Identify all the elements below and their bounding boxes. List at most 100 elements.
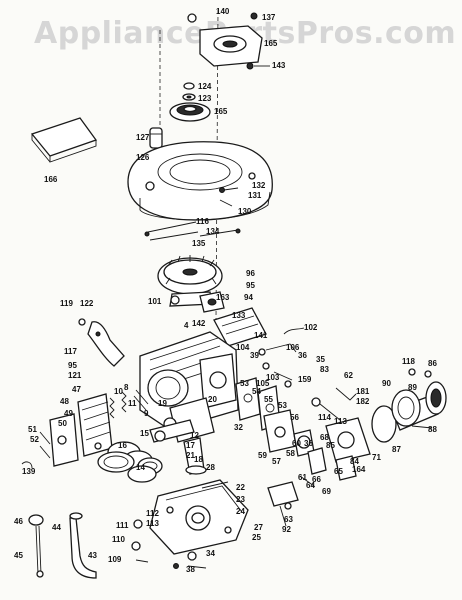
engine-block bbox=[139, 331, 239, 431]
callout-86: 86 bbox=[428, 359, 437, 368]
bottom-screw bbox=[187, 565, 207, 569]
callout-12: 12 bbox=[190, 431, 199, 440]
callout-104: 104 bbox=[236, 343, 250, 352]
callout-61: 61 bbox=[298, 473, 307, 482]
callout-19: 19 bbox=[158, 399, 167, 408]
callout-140: 140 bbox=[216, 7, 230, 16]
callout-39: 39 bbox=[250, 351, 259, 360]
callout-121: 121 bbox=[68, 371, 82, 380]
callout-130: 130 bbox=[238, 207, 252, 216]
throttle-control bbox=[267, 481, 299, 527]
callout-58: 58 bbox=[286, 449, 295, 458]
callout-132: 132 bbox=[252, 181, 266, 190]
callout-25: 25 bbox=[252, 533, 261, 542]
callout-133: 133 bbox=[232, 311, 246, 320]
callout-34: 34 bbox=[206, 549, 215, 558]
callout-71: 71 bbox=[372, 453, 381, 462]
callout-83: 83 bbox=[320, 365, 329, 374]
callout-159: 159 bbox=[298, 375, 312, 384]
callout-65: 65 bbox=[334, 467, 343, 476]
callout-94: 94 bbox=[244, 293, 253, 302]
muffler-fasteners bbox=[408, 368, 432, 378]
bracket-117 bbox=[78, 318, 125, 367]
air-filter-element bbox=[30, 117, 98, 163]
muffler bbox=[371, 381, 447, 443]
callout-182: 182 bbox=[356, 397, 370, 406]
callout-142: 142 bbox=[192, 319, 206, 328]
callout-111: 111 bbox=[116, 521, 129, 530]
callout-84: 84 bbox=[350, 457, 359, 466]
callout-4: 4 bbox=[184, 321, 189, 330]
callout-35: 35 bbox=[316, 355, 325, 364]
governor-linkage bbox=[258, 343, 297, 356]
callout-38: 38 bbox=[186, 565, 195, 574]
callout-52: 52 bbox=[30, 435, 39, 444]
spark-plug-wire bbox=[283, 327, 305, 335]
callout-46: 46 bbox=[14, 517, 23, 526]
callout-118: 118 bbox=[402, 357, 415, 366]
small-fasteners-mid bbox=[262, 362, 293, 388]
callout-68: 68 bbox=[320, 433, 329, 442]
callout-103: 103 bbox=[266, 373, 280, 382]
callout-59: 59 bbox=[258, 451, 267, 460]
callout-32: 32 bbox=[234, 423, 243, 432]
callout-21: 21 bbox=[186, 451, 195, 460]
cylinder-head bbox=[49, 393, 113, 467]
dipstick-assembly bbox=[28, 512, 97, 579]
callout-53: 53 bbox=[240, 379, 249, 388]
callout-54: 54 bbox=[252, 387, 261, 396]
callout-141: 141 bbox=[254, 331, 268, 340]
callout-48: 48 bbox=[60, 397, 69, 406]
blower-housing bbox=[127, 141, 273, 221]
callout-69: 69 bbox=[322, 487, 331, 496]
cylinder-shield bbox=[213, 307, 267, 347]
callout-11: 11 bbox=[128, 399, 137, 408]
callout-123: 123 bbox=[198, 94, 212, 103]
callout-8: 8 bbox=[124, 383, 129, 392]
callout-134: 134 bbox=[206, 227, 220, 236]
callout-89: 89 bbox=[408, 383, 417, 392]
ignition-coil bbox=[199, 291, 225, 313]
sealing-rings bbox=[97, 451, 157, 483]
callout-143: 143 bbox=[272, 61, 286, 70]
callout-165: 165 bbox=[264, 39, 278, 48]
callout-36: 36 bbox=[304, 439, 313, 448]
base-sump bbox=[149, 479, 249, 555]
callout-95: 95 bbox=[246, 281, 255, 290]
callout-85: 85 bbox=[326, 441, 335, 450]
callout-88: 88 bbox=[428, 425, 437, 434]
callout-119: 119 bbox=[60, 299, 73, 308]
callout-139: 139 bbox=[22, 467, 36, 476]
callout-10: 10 bbox=[114, 387, 123, 396]
callout-43: 43 bbox=[88, 551, 97, 560]
callout-114: 114 bbox=[318, 413, 331, 422]
carburetor bbox=[311, 387, 371, 481]
callout-181: 181 bbox=[356, 387, 370, 396]
callout-112: 112 bbox=[146, 509, 159, 518]
callout-109: 109 bbox=[108, 555, 122, 564]
callout-92: 92 bbox=[282, 525, 291, 534]
drain-plug bbox=[187, 551, 197, 561]
callout-164: 164 bbox=[352, 465, 366, 474]
callout-14: 14 bbox=[136, 463, 145, 472]
callout-131: 131 bbox=[248, 191, 262, 200]
callout-9: 9 bbox=[144, 409, 149, 418]
callout-28: 28 bbox=[206, 463, 215, 472]
housing-bolts bbox=[144, 221, 241, 241]
starter-sleeve bbox=[149, 127, 163, 149]
housing-screws bbox=[219, 187, 239, 207]
callout-106: 106 bbox=[286, 343, 300, 352]
callout-55: 55 bbox=[264, 395, 273, 404]
callout-23: 23 bbox=[236, 495, 245, 504]
callout-137: 137 bbox=[262, 13, 276, 22]
callout-51: 51 bbox=[28, 425, 37, 434]
callout-165: 165 bbox=[214, 107, 228, 116]
callout-16: 16 bbox=[118, 441, 127, 450]
callout-101: 101 bbox=[148, 297, 162, 306]
callout-127: 127 bbox=[136, 133, 150, 142]
callout-45: 45 bbox=[14, 551, 23, 560]
callout-56: 56 bbox=[290, 413, 299, 422]
callout-105: 105 bbox=[256, 379, 270, 388]
callout-62: 62 bbox=[344, 371, 353, 380]
callout-64: 64 bbox=[306, 481, 315, 490]
